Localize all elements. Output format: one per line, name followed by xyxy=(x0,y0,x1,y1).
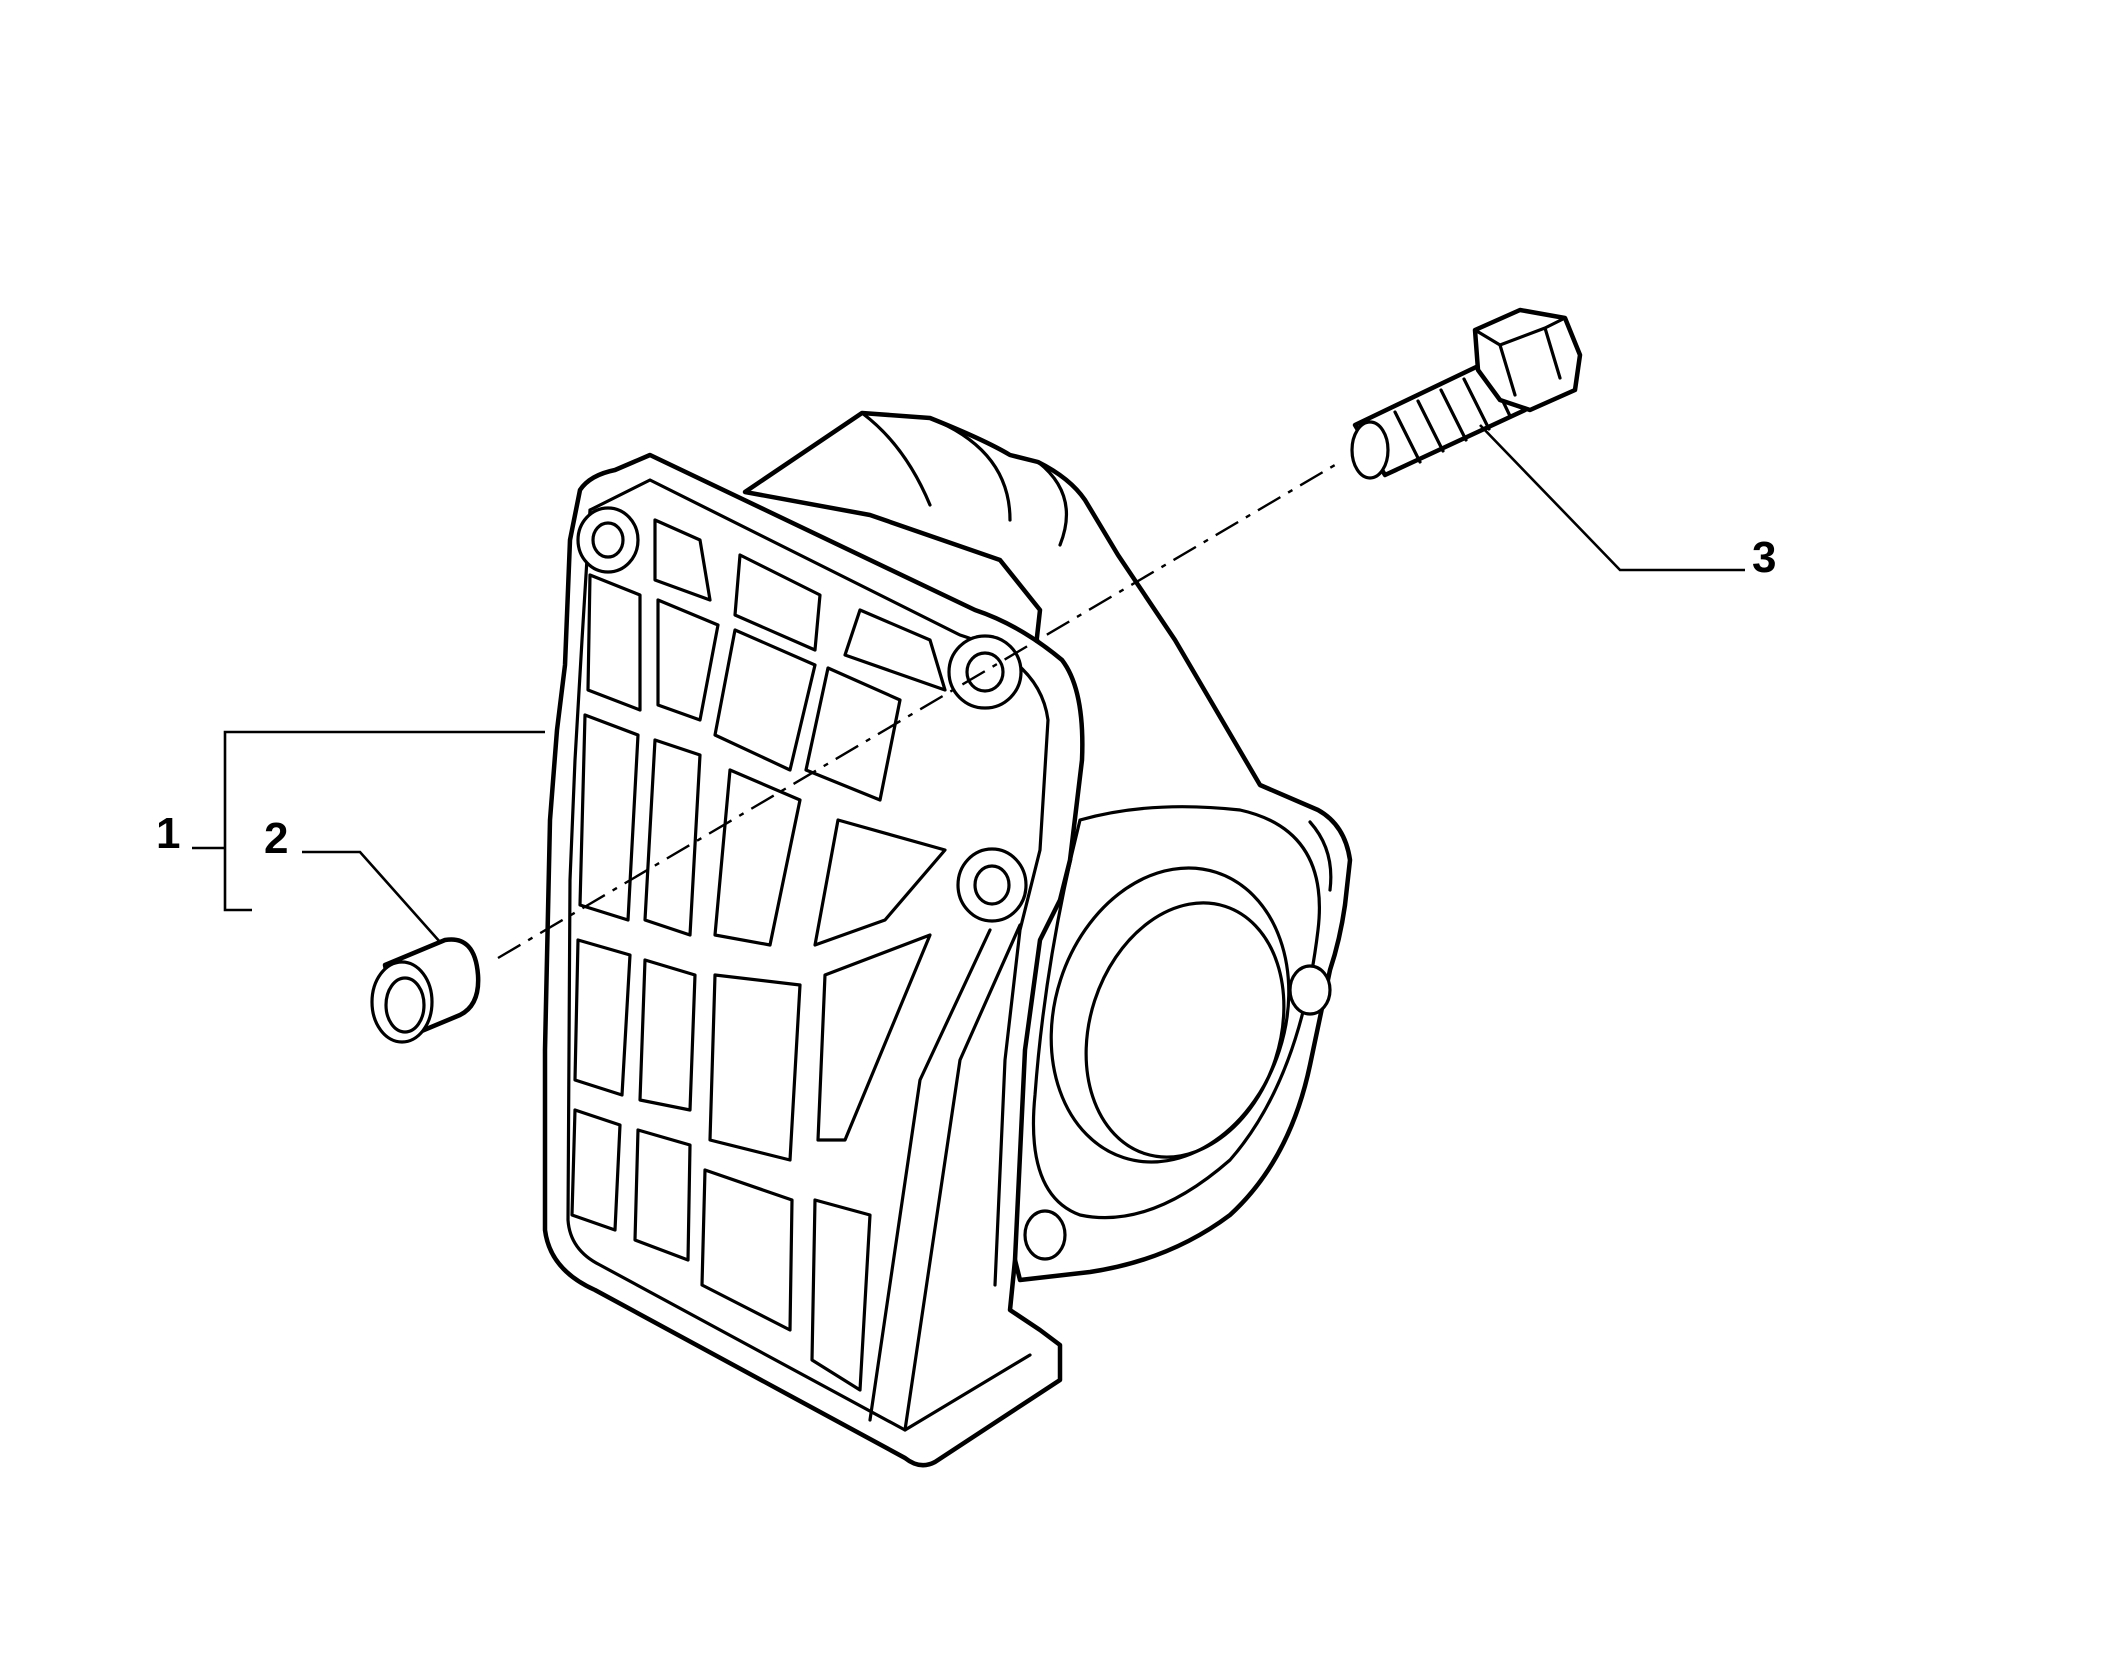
housing-flange xyxy=(1023,805,1333,1261)
housing-cylinder-seam xyxy=(860,411,1068,547)
leader-line-part-2 xyxy=(302,850,441,943)
housing-part xyxy=(542,410,1353,1468)
bracket-part-1 xyxy=(223,730,545,912)
assembly-axis xyxy=(497,460,1341,960)
leader-line-part-3 xyxy=(1479,424,1745,572)
bushing-part xyxy=(370,937,481,1044)
housing-diagonal-rib xyxy=(868,923,1022,1432)
callout-3: 3 xyxy=(1752,533,1776,582)
callout-2: 2 xyxy=(264,814,288,863)
housing-plate-rim xyxy=(566,478,1050,1432)
housing-front-plate xyxy=(542,452,1085,1468)
housing-rib-cells xyxy=(570,518,947,1392)
bolt-part xyxy=(1350,307,1583,480)
callout-1: 1 xyxy=(156,809,180,858)
